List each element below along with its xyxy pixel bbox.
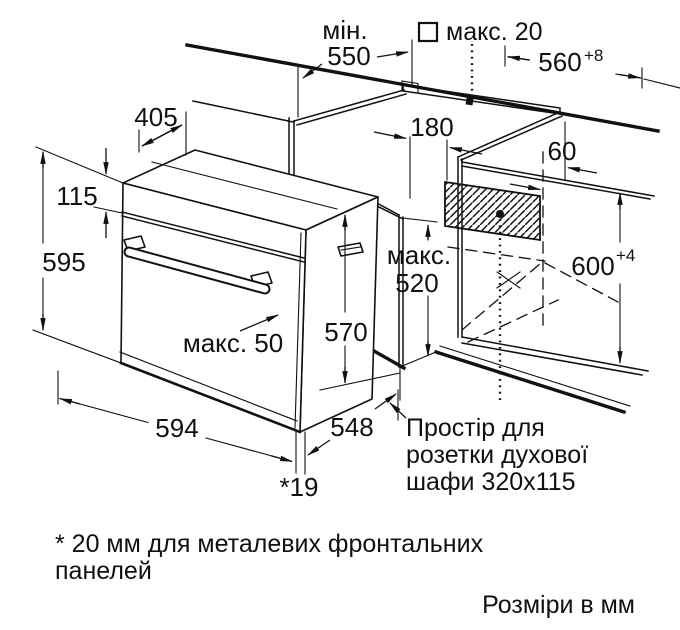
socket-note-line2: розетки духової [406, 441, 588, 469]
dim-560: 560 +8 [504, 45, 643, 89]
oven [119, 149, 401, 434]
dim-600-value: 600 [571, 251, 614, 281]
dim-595-value: 595 [42, 247, 85, 277]
dim-594-value: 594 [155, 413, 198, 443]
socket-space-hatch [444, 180, 541, 242]
dim-115: 115 [56, 148, 123, 238]
footer-notes: * 20 мм для металевих фронтальних панеле… [55, 530, 635, 619]
dim-180: 180 [373, 112, 483, 199]
dim-560-tolerance: +8 [584, 46, 603, 65]
dim-570-value: 570 [324, 317, 367, 347]
dim-max50-label: макс. 50 [183, 328, 283, 358]
control-panel-edge [121, 211, 305, 263]
dim-600-tolerance: +4 [616, 246, 635, 265]
oven-side-face [299, 196, 379, 433]
dim-min-value: 550 [327, 41, 370, 71]
dim-570: 570 [324, 213, 368, 385]
side-latch [337, 242, 364, 257]
socket-center-dot [496, 210, 504, 218]
dim-548: 548 [304, 389, 399, 475]
dim-max20-label: макс. 20 [446, 18, 543, 46]
square-symbol [417, 21, 439, 43]
dim-min-550: мін. 550 [297, 15, 413, 118]
dim-max520-value: 520 [395, 268, 438, 298]
dim-560-value: 560 [538, 47, 581, 77]
dim-115-value: 115 [56, 181, 97, 211]
dim-19-value: *19 [279, 472, 318, 502]
socket-note-line3: шафи 320x115 [406, 468, 576, 496]
dim-gap-19: *19 [279, 472, 318, 502]
dim-max520-word: макс. [387, 240, 451, 270]
footnote-line1: * 20 мм для металевих фронтальних [55, 530, 484, 558]
dim-60-value: 60 [548, 136, 577, 166]
dim-405-value: 405 [134, 102, 177, 132]
dim-min-word: мін. [322, 15, 367, 45]
dim-max-520: макс. 520 [387, 223, 451, 358]
dim-600: 600 +4 [571, 191, 635, 365]
socket-note: Простір для розетки духової шафи 320x115 [389, 367, 588, 496]
units-note: Розміри в мм [482, 591, 635, 619]
dim-60: 60 [509, 121, 598, 191]
dim-max-20: макс. 20 [417, 18, 543, 46]
rail-mark [465, 97, 474, 106]
footnote-line2: панелей [55, 557, 152, 585]
dim-180-value: 180 [410, 112, 453, 142]
dim-548-value: 548 [330, 412, 373, 442]
dim-594: 594 [57, 370, 297, 474]
socket-note-line1: Простір для [406, 414, 545, 442]
dim-405: 405 [134, 102, 187, 156]
dim-595: 595 [32, 146, 124, 364]
hidden-edges [447, 151, 619, 343]
anti-tilt-rail [402, 84, 561, 115]
dim-max-50: макс. 50 [183, 314, 283, 358]
dimensions: 595 115 405 мін. 550 макс. 20 [32, 15, 643, 502]
